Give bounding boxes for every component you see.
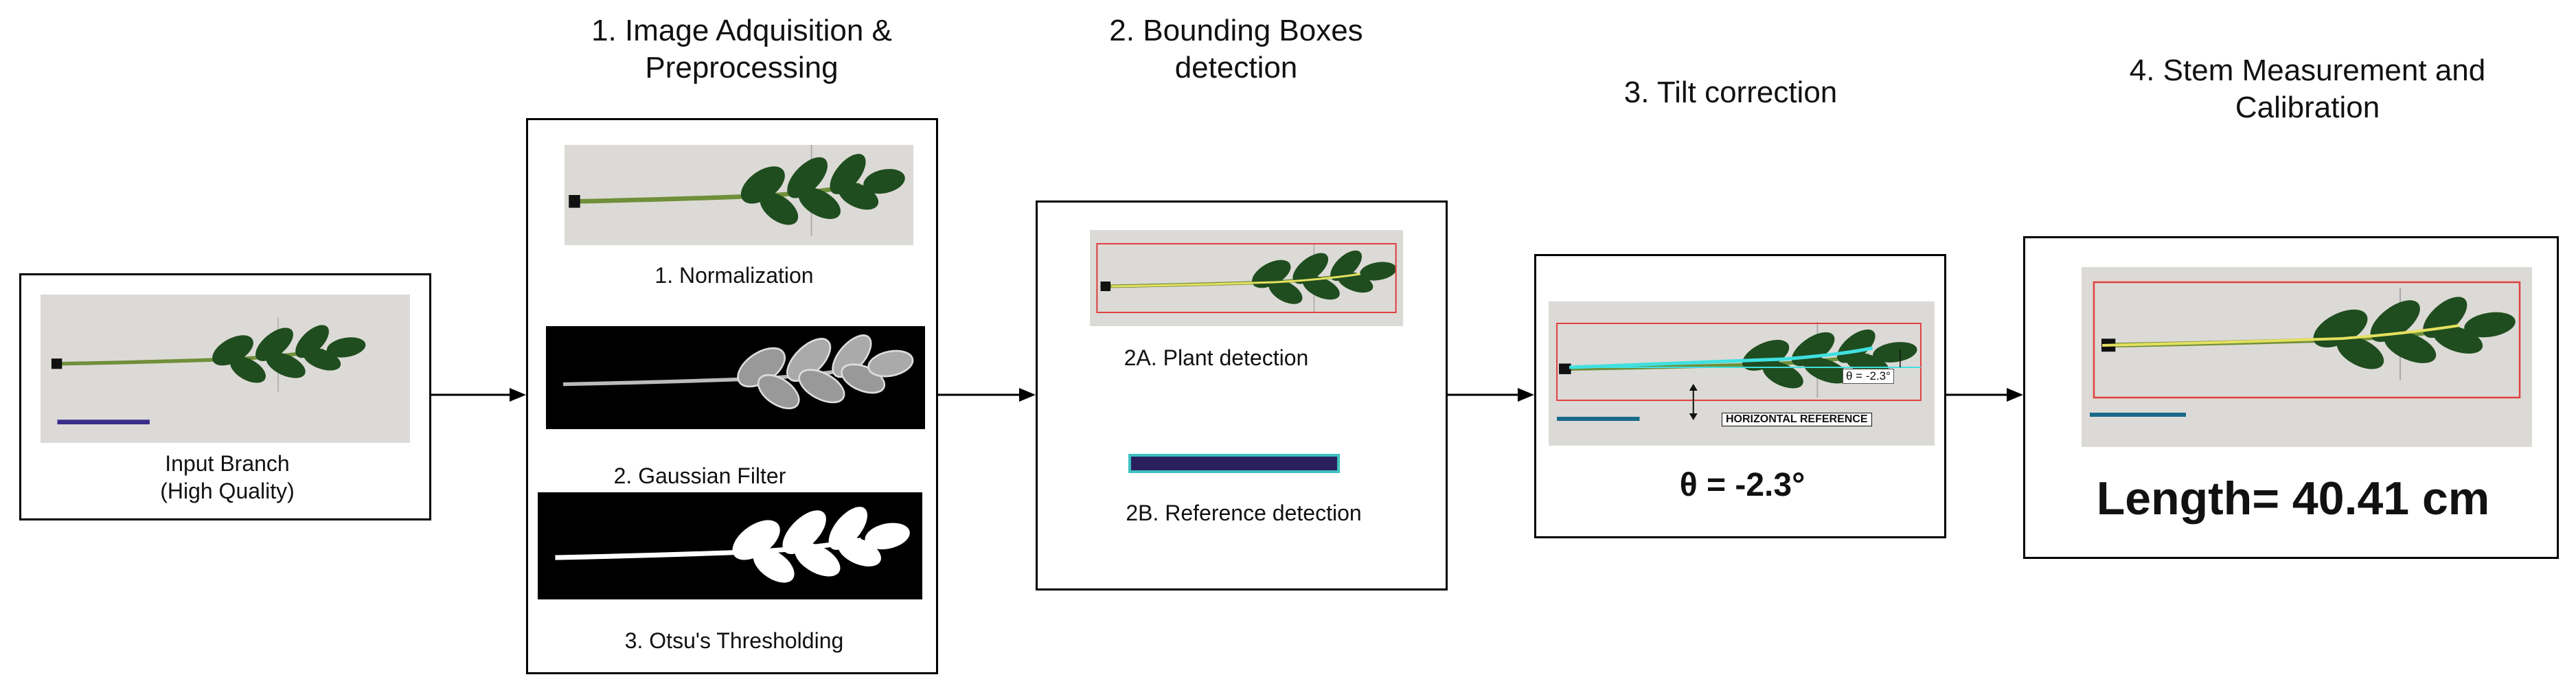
length-value: Length= 40.41 cm [2096,472,2490,525]
measurement-box: Length= 40.41 cm [2023,236,2559,559]
arrow-input-to-preprocessing [431,388,526,402]
stage-title-1: 1. Image Adquisition & Preprocessing [591,14,892,84]
tilt-angle-value: θ = -2.3° [1679,467,1805,503]
gaussian-filter-caption: 2. Gaussian Filter [613,463,786,488]
input-branch-box: Input Branch (High Quality) [19,273,431,520]
arrow-detection-to-tilt [1448,388,1534,402]
input-branch-image [41,295,410,443]
stage-title-4: 4. Stem Measurement and Calibration [2129,54,2486,124]
plant-detection-image [1090,230,1403,326]
inner-angle-label: θ = -2.3° [1843,369,1894,384]
otsu-threshold-image [538,492,922,599]
arrow-tilt-to-measurement [1946,388,2023,402]
reference-detection-bar [1128,454,1340,473]
preprocessing-box: 1. Normalization 2. Gaussian Filter 3. O… [526,118,938,674]
tilt-correction-box: θ = -2.3° HORIZONTAL REFERENCE θ = -2.3° [1534,254,1946,538]
measurement-image [2082,267,2532,447]
detection-box: 2A. Plant detection 2B. Reference detect… [1036,200,1448,590]
tilt-correction-image: θ = -2.3° HORIZONTAL REFERENCE [1549,301,1935,446]
otsu-threshold-caption: 3. Otsu's Thresholding [624,628,844,653]
stage-title-2: 2. Bounding Boxes detection [1109,14,1363,84]
gaussian-filter-image [546,326,925,429]
normalization-caption: 1. Normalization [654,263,814,288]
horizontal-reference-label: HORIZONTAL REFERENCE [1722,413,1872,426]
input-branch-caption: Input Branch (High Quality) [160,451,295,503]
arrow-preprocessing-to-detection [938,388,1036,402]
stage-title-3: 3. Tilt correction [1623,76,1838,109]
reference-detection-caption: 2B. Reference detection [1126,501,1362,525]
normalization-image [565,145,913,245]
plant-detection-caption: 2A. Plant detection [1124,345,1309,370]
